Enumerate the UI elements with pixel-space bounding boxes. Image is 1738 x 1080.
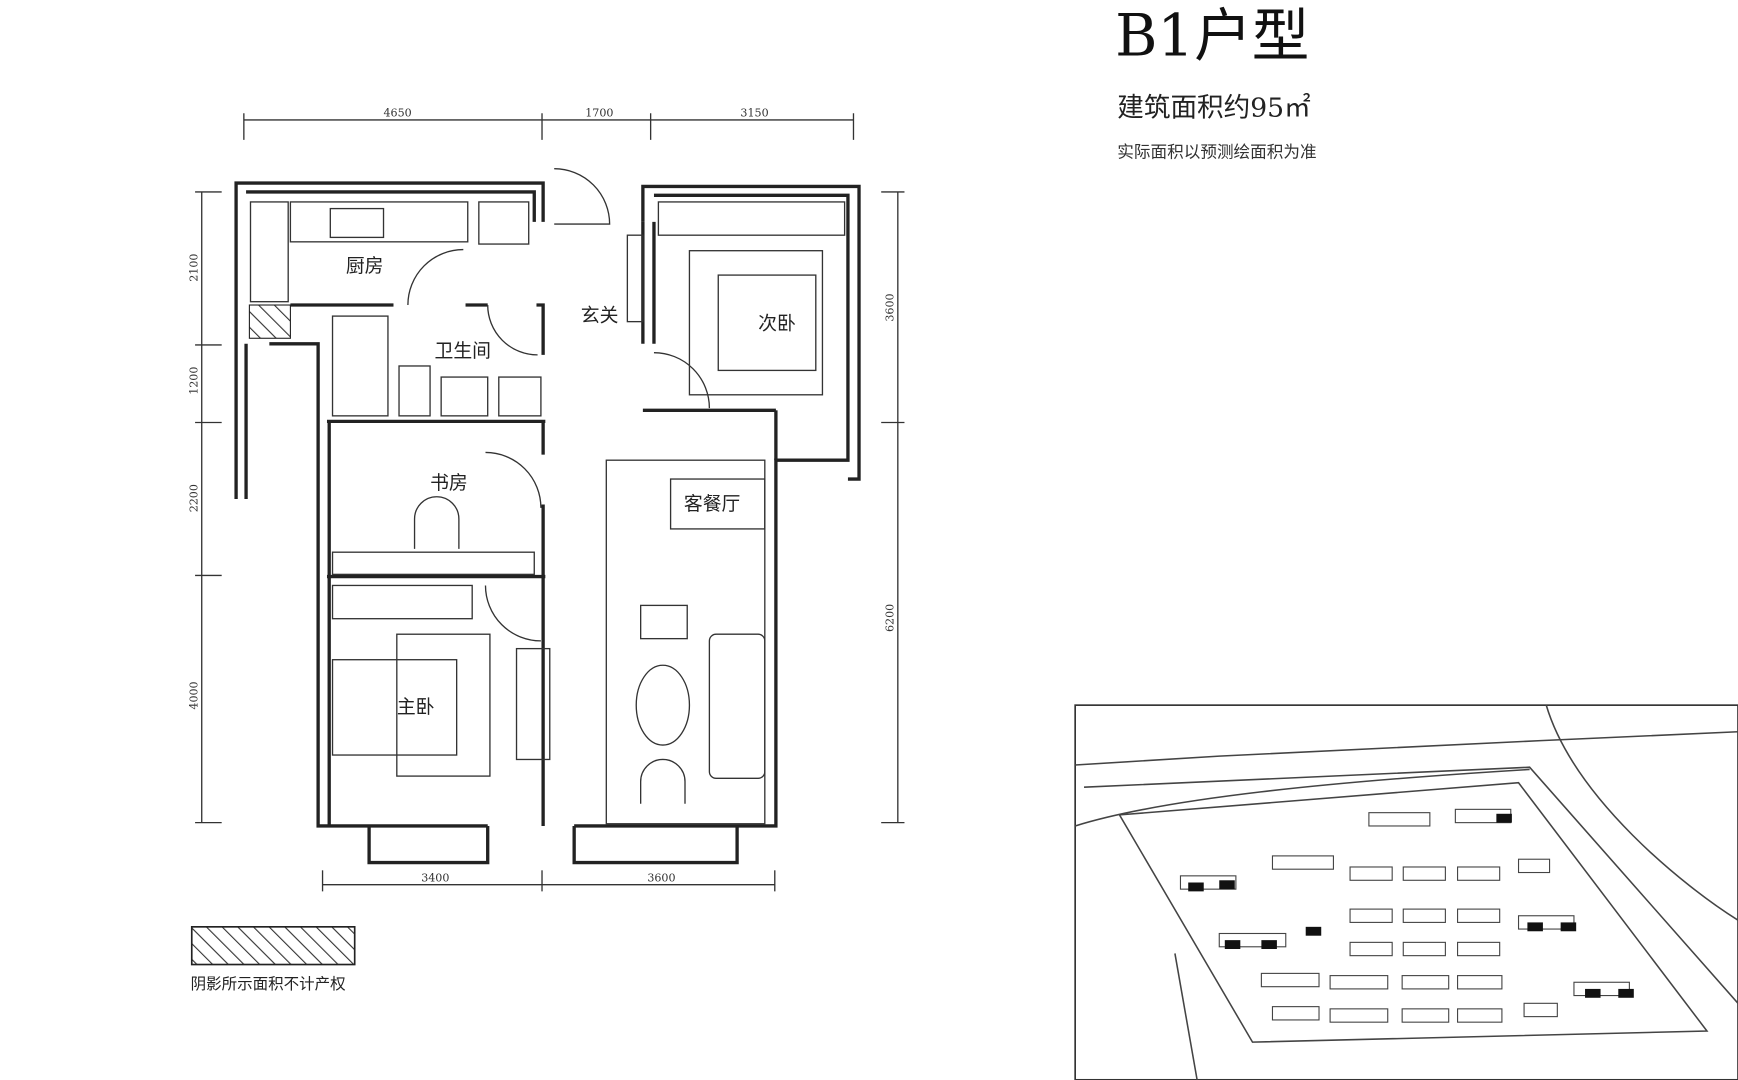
dim-label: 1700 <box>585 107 613 120</box>
dim-label: 4000 <box>187 681 200 709</box>
room-label-bathroom: 卫生间 <box>435 340 492 362</box>
dimension-bottom: 3400 3600 <box>321 870 776 892</box>
dim-label: 2200 <box>187 484 200 512</box>
furniture <box>249 201 846 825</box>
dim-label: 3600 <box>647 871 675 884</box>
building-area: 建筑面积约95㎡ <box>1117 93 1310 124</box>
unit-type-title: B1户型 <box>1115 3 1309 70</box>
room-label-entrance: 玄关 <box>581 305 619 327</box>
dim-label: 6200 <box>883 604 896 632</box>
site-plan <box>1074 704 1738 1080</box>
room-label-master-bedroom: 主卧 <box>397 696 435 718</box>
area-note: 实际面积以预测绘面积为准 <box>1117 143 1316 162</box>
room-label-study: 书房 <box>430 472 468 494</box>
room-label-second-bedroom: 次卧 <box>758 312 796 334</box>
dim-label: 1200 <box>187 367 200 395</box>
hatch-legend-swatch <box>190 926 356 966</box>
room-label-living-dining: 客餐厅 <box>684 493 741 515</box>
dimension-top: 4650 1700 3150 <box>243 107 855 140</box>
hatch-legend-label: 阴影所示面积不计产权 <box>191 975 346 993</box>
dim-label: 4650 <box>384 107 412 120</box>
dim-label: 3400 <box>421 871 449 884</box>
dimension-left: 2100 1200 2200 4000 <box>187 191 222 824</box>
doors <box>407 168 711 642</box>
hatched-area <box>248 304 291 339</box>
dimension-right: 3600 6200 <box>881 191 905 824</box>
room-label-kitchen: 厨房 <box>346 255 384 277</box>
dim-label: 3150 <box>740 107 768 120</box>
dim-label: 3600 <box>883 293 896 321</box>
walls <box>234 181 861 865</box>
dim-label: 2100 <box>187 254 200 282</box>
